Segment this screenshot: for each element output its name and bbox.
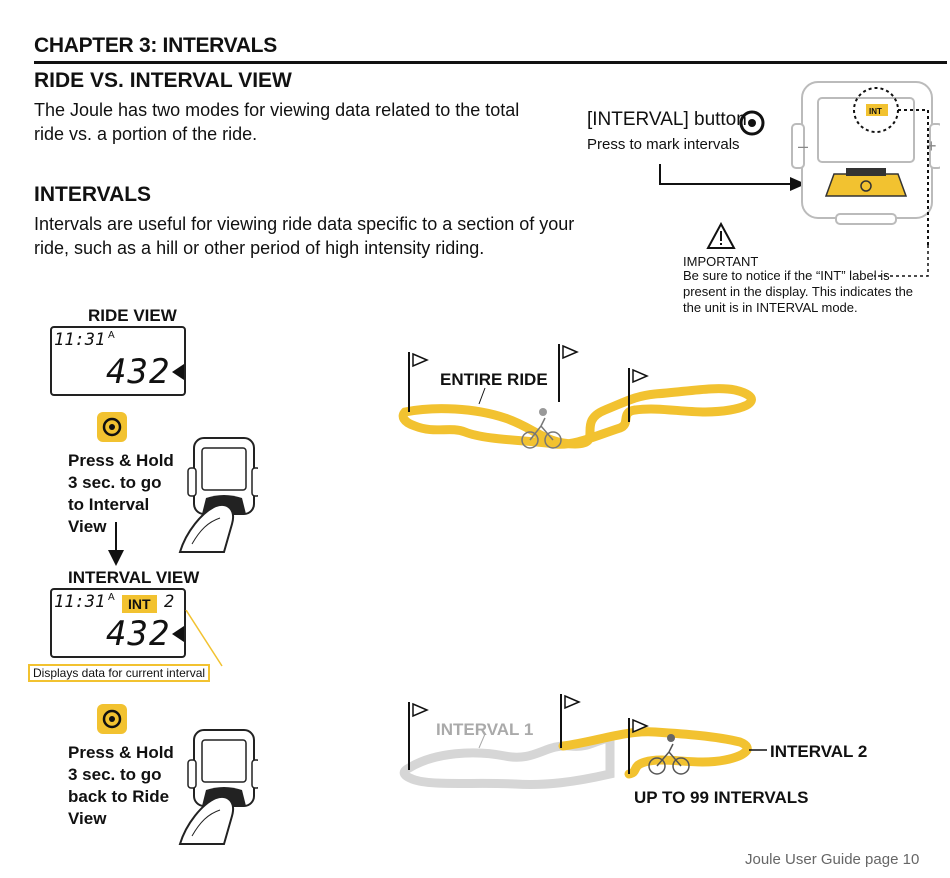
down-arrow-icon xyxy=(108,522,124,566)
interval-view-label: INTERVAL VIEW xyxy=(68,568,200,587)
page-footer: Joule User Guide page 10 xyxy=(745,851,920,868)
interval-2-label: INTERVAL 2 xyxy=(770,742,868,761)
section-body-ride-vs-interval: The Joule has two modes for viewing data… xyxy=(34,100,520,144)
interval-view-number: 2 xyxy=(164,592,175,612)
chapter-divider xyxy=(34,61,947,64)
ride-view-label: RIDE VIEW xyxy=(88,306,177,325)
important-body: Be sure to notice if the “INT” label is … xyxy=(683,268,914,315)
interval-view-int-badge: INT xyxy=(122,595,157,613)
interval-view-display: 11:31 A INT 2 432 xyxy=(50,588,186,658)
ride-view-value: 432 xyxy=(106,352,171,392)
interval-button-icon-step2 xyxy=(97,704,127,734)
entire-ride-label: ENTIRE RIDE xyxy=(440,370,548,389)
interval-1-label: INTERVAL 1 xyxy=(436,720,534,739)
interval-button-description: Press to mark intervals xyxy=(587,136,740,153)
warning-icon xyxy=(706,222,736,249)
ride-view-display: 11:31 A 432 xyxy=(50,326,186,396)
section-title-ride-vs-interval: RIDE VS. INTERVAL VIEW xyxy=(34,69,292,92)
section-body-intervals: Intervals are useful for viewing ride da… xyxy=(34,214,575,258)
hand-pressing-device-illustration xyxy=(178,729,258,845)
svg-text:–: – xyxy=(798,136,808,156)
cyclist-icon xyxy=(648,734,690,775)
interval-view-time-suffix: A xyxy=(108,592,115,603)
interval-view-time: 11:31 xyxy=(54,592,106,612)
svg-text:+: + xyxy=(926,136,937,156)
ride-view-time: 11:31 xyxy=(54,330,106,350)
step-to-ride-text: Press & Hold 3 sec. to go back to Ride V… xyxy=(68,743,174,828)
intervals-diagram xyxy=(399,694,767,789)
ride-view-time-suffix: A xyxy=(108,330,115,341)
interval-view-value: 432 xyxy=(106,614,171,654)
device-int-badge: INT xyxy=(869,107,882,116)
pointer-icon xyxy=(172,626,184,642)
interval-view-caption: Displays data for current interval xyxy=(28,664,211,682)
entire-ride-diagram xyxy=(398,344,756,449)
interval-button-icon xyxy=(739,110,765,136)
cyclist-icon xyxy=(521,408,562,449)
section-title-intervals: INTERVALS xyxy=(34,183,152,206)
pointer-icon xyxy=(172,364,184,380)
interval-count-caption: UP TO 99 INTERVALS xyxy=(634,788,809,807)
interval-button-icon-step1 xyxy=(97,412,127,442)
important-heading: IMPORTANT xyxy=(683,254,759,269)
step-to-interval-text: Press & Hold 3 sec. to go to Interval Vi… xyxy=(68,451,174,536)
important-leader-line xyxy=(874,245,929,277)
interval-button-label: [INTERVAL] button xyxy=(587,109,747,130)
chapter-title: CHAPTER 3: INTERVALS xyxy=(34,34,277,57)
caption-leader-line xyxy=(185,610,223,667)
hand-pressing-device-illustration xyxy=(178,437,258,553)
joule-device-illustration: – + INT xyxy=(659,81,940,246)
